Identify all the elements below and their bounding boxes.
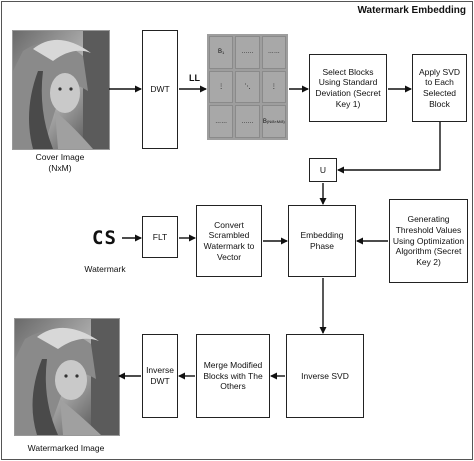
block-last: B(N/8×M/8): [261, 105, 286, 138]
watermark-caption: Watermark: [84, 264, 126, 274]
apply-svd-box: Apply SVD to Each Selected Block: [412, 54, 467, 122]
embedding-box: Embedding Phase: [288, 205, 356, 277]
cover-caption-line1: Cover Image: [35, 152, 85, 162]
cover-image-caption: Cover Image (NxM): [12, 152, 108, 174]
cover-caption-line2: (NxM): [48, 163, 72, 174]
block-dots: ……: [235, 36, 260, 69]
block-dots: ……: [209, 105, 234, 138]
ll-label: LL: [189, 73, 200, 83]
watermarked-image-caption: Watermarked Image: [27, 443, 105, 453]
select-blocks-box: Select Blocks Using Standard Deviation (…: [309, 54, 387, 122]
figure-title: Watermark Embedding: [357, 5, 466, 16]
watermark-cs-glyph-icon: CS: [92, 227, 117, 249]
merge-box: Merge Modified Blocks with The Others: [196, 334, 270, 418]
cover-image: [12, 30, 110, 150]
block-dots: ⋮: [261, 70, 286, 104]
generating-box: Generating Threshold Values Using Optimi…: [389, 199, 468, 283]
block-dots: ⋮: [209, 70, 234, 104]
block-dots: ⋱: [235, 70, 260, 104]
block-dots: ……: [261, 36, 286, 69]
convert-box: Convert Scrambled Watermark to Vector: [196, 205, 262, 277]
inverse-svd-box: Inverse SVD: [286, 334, 364, 418]
lena-photo-icon: [13, 31, 109, 149]
u-box: U: [309, 158, 337, 182]
lena-photo-icon: [15, 319, 119, 435]
dwt-box: DWT: [142, 30, 178, 149]
block-dots: ……: [235, 105, 260, 138]
inverse-dwt-box: Inverse DWT: [142, 334, 178, 418]
flt-box: FLT: [142, 216, 178, 258]
watermarked-image: [14, 318, 120, 436]
arrow-icon: [337, 122, 441, 174]
